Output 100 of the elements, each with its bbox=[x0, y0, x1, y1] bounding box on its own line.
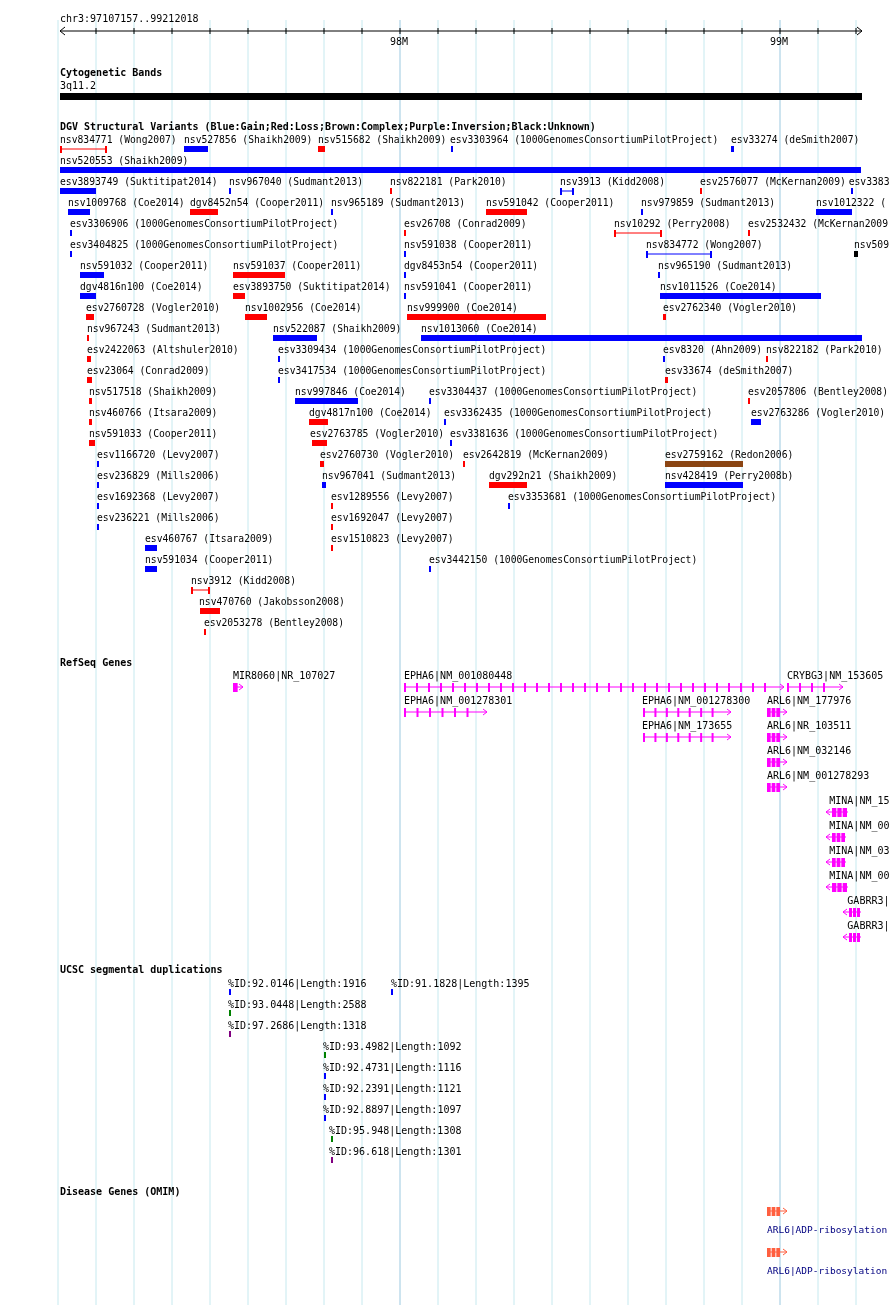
variant-label: esv3893749 (Suktitipat2014) bbox=[60, 176, 218, 187]
gene-label: EPHA6|NM_001080448 bbox=[404, 670, 513, 681]
variant-label: nsv591037 (Cooper2011) bbox=[233, 260, 362, 271]
variant-label: nsv591034 (Cooper2011) bbox=[145, 554, 274, 565]
variant-label: nsv428419 (Perry2008b) bbox=[665, 470, 794, 481]
duplication-label: %ID:96.618|Length:1301 bbox=[329, 1146, 462, 1157]
duplication-label: %ID:92.0146|Length:1916 bbox=[228, 978, 367, 989]
gene-label: CRYBG3|NM_153605 bbox=[787, 670, 884, 681]
variant-label: nsv997846 (Coe2014) bbox=[295, 386, 406, 397]
duplication-label: %ID:93.4982|Length:1092 bbox=[323, 1041, 462, 1052]
variant-label: nsv591033 (Cooper2011) bbox=[89, 428, 218, 439]
variant-label: esv2762340 (Vogler2010) bbox=[663, 302, 798, 313]
variant-label: nsv967041 (Sudmant2013) bbox=[322, 470, 457, 481]
gene-label: GABRR3| bbox=[847, 895, 890, 906]
variant-label: nsv1012322 ( bbox=[816, 197, 886, 208]
variant-label: esv2760728 (Vogler2010) bbox=[86, 302, 221, 313]
variant-label: dgv8453n54 (Cooper2011) bbox=[404, 260, 539, 271]
variant-label: esv1289556 (Levy2007) bbox=[331, 491, 454, 502]
duplication-label: %ID:95.948|Length:1308 bbox=[329, 1125, 462, 1136]
disease-gene-label: ARL6|ADP-ribosylation bbox=[767, 1265, 888, 1276]
gene-label: ARL6|NM_032146 bbox=[767, 745, 852, 756]
variant-label: nsv460766 (Itsara2009) bbox=[89, 407, 218, 418]
variant-label: esv1692047 (Levy2007) bbox=[331, 512, 454, 523]
duplication-label: %ID:91.1828|Length:1395 bbox=[391, 978, 530, 989]
variant-label: esv1510823 (Levy2007) bbox=[331, 533, 454, 544]
variant-label: esv3442150 (1000GenomesConsortiumPilotProject) bbox=[429, 554, 698, 565]
variant-label: nsv965190 (Sudmant2013) bbox=[658, 260, 793, 271]
variant-label: esv460767 (Itsara2009) bbox=[145, 533, 274, 544]
variant-label: esv3893750 (Suktitipat2014) bbox=[233, 281, 391, 292]
duplication-label: %ID:92.4731|Length:1116 bbox=[323, 1062, 462, 1073]
variant-label: nsv591042 (Cooper2011) bbox=[486, 197, 615, 208]
variant-label: esv2759162 (Redon2006) bbox=[665, 449, 794, 460]
variant-label: nsv517518 (Shaikh2009) bbox=[89, 386, 218, 397]
variant-label: esv1692368 (Levy2007) bbox=[97, 491, 220, 502]
variant-label: nsv591041 (Cooper2011) bbox=[404, 281, 533, 292]
gene-label: MINA|NM_15 bbox=[829, 795, 890, 806]
gene-label: MIR8060|NR_107027 bbox=[233, 670, 336, 681]
gene-label: EPHA6|NM_173655 bbox=[642, 720, 733, 731]
duplication-label: %ID:92.2391|Length:1121 bbox=[323, 1083, 462, 1094]
variant-label: nsv834771 (Wong2007) bbox=[60, 134, 177, 145]
variant-label: nsv1011526 (Coe2014) bbox=[660, 281, 777, 292]
variant-label: nsv834772 (Wong2007) bbox=[646, 239, 763, 250]
variant-label: esv8320 (Ahn2009) bbox=[663, 344, 763, 355]
gene-label: MINA|NM_03 bbox=[829, 845, 890, 856]
band-label: 3q11.2 bbox=[60, 80, 97, 91]
variant-label: esv2763286 (Vogler2010) bbox=[751, 407, 886, 418]
duplication-label: %ID:97.2686|Length:1318 bbox=[228, 1020, 367, 1031]
variant-label: esv26708 (Conrad2009) bbox=[404, 218, 527, 229]
gene-label: ARL6|NM_177976 bbox=[767, 695, 852, 706]
gene-label: ARL6|NM_001278293 bbox=[767, 770, 870, 781]
gene-label: MINA|NM_00 bbox=[829, 870, 890, 881]
variant-label: nsv520553 (Shaikh2009) bbox=[60, 155, 189, 166]
scale-label: 98M bbox=[390, 36, 409, 47]
scale-label: 99M bbox=[770, 36, 789, 47]
variant-label: nsv822181 (Park2010) bbox=[390, 176, 507, 187]
coordinate-label: chr3:97107157..99212018 bbox=[60, 13, 199, 24]
variant-label: nsv967040 (Sudmant2013) bbox=[229, 176, 364, 187]
variant-label: esv23064 (Conrad2009) bbox=[87, 365, 210, 376]
variant-label: nsv470760 (Jakobsson2008) bbox=[199, 596, 345, 607]
gene-label: EPHA6|NM_001278301 bbox=[404, 695, 513, 706]
variant-label: nsv10292 (Perry2008) bbox=[614, 218, 731, 229]
variant-label: nsv3912 (Kidd2008) bbox=[191, 575, 296, 586]
variant-label: nsv967243 (Sudmant2013) bbox=[87, 323, 222, 334]
variant-label: esv2576077 (McKernan2009) bbox=[700, 176, 846, 187]
track-title: DGV Structural Variants (Blue:Gain;Red:Loss;Brown:Complex;Purple:Inversion;Black:Unknown) bbox=[60, 121, 596, 132]
variant-label: esv3303964 (1000GenomesConsortiumPilotProject) bbox=[450, 134, 719, 145]
variant-label: dgv4817n100 (Coe2014) bbox=[309, 407, 432, 418]
variant-label: esv236829 (Mills2006) bbox=[97, 470, 220, 481]
variant-label: esv3362435 (1000GenomesConsortiumPilotProject) bbox=[444, 407, 713, 418]
variant-label: esv1166720 (Levy2007) bbox=[97, 449, 220, 460]
variant-label: nsv515682 (Shaikh2009) bbox=[318, 134, 447, 145]
variant-label: esv3304437 (1000GenomesConsortiumPilotProject) bbox=[429, 386, 698, 397]
gene-label: MINA|NM_00 bbox=[829, 820, 890, 831]
variant-label: esv33674 (deSmith2007) bbox=[665, 365, 794, 376]
variant-label: esv2760730 (Vogler2010) bbox=[320, 449, 455, 460]
variant-label: esv2057806 (Bentley2008) bbox=[748, 386, 888, 397]
gene-label: ARL6|NR_103511 bbox=[767, 720, 852, 731]
variant-label: esv3353681 (1000GenomesConsortiumPilotProject) bbox=[508, 491, 777, 502]
variant-label: nsv822182 (Park2010) bbox=[766, 344, 883, 355]
variant-label: esv33274 (deSmith2007) bbox=[731, 134, 860, 145]
variant-label: esv2422063 (Altshuler2010) bbox=[87, 344, 239, 355]
duplication-label: %ID:93.0448|Length:2588 bbox=[228, 999, 367, 1010]
variant-label: esv2642819 (McKernan2009) bbox=[463, 449, 609, 460]
variant-label: nsv591038 (Cooper2011) bbox=[404, 239, 533, 250]
variant-label: esv236221 (Mills2006) bbox=[97, 512, 220, 523]
gene-label: EPHA6|NM_001278300 bbox=[642, 695, 751, 706]
variant-label: dgv292n21 (Shaikh2009) bbox=[489, 470, 618, 481]
variant-label: nsv522087 (Shaikh2009) bbox=[273, 323, 402, 334]
variant-label: esv3306906 (1000GenomesConsortiumPilotProject) bbox=[70, 218, 339, 229]
variant-label: nsv527856 (Shaikh2009) bbox=[184, 134, 313, 145]
variant-label: esv2053278 (Bentley2008) bbox=[204, 617, 344, 628]
variant-label: nsv1009768 (Coe2014) bbox=[68, 197, 185, 208]
variant-label: esv3381636 (1000GenomesConsortiumPilotProject) bbox=[450, 428, 719, 439]
track-title: RefSeq Genes bbox=[60, 657, 133, 668]
track-title: Cytogenetic Bands bbox=[60, 67, 163, 78]
variant-label: nsv591032 (Cooper2011) bbox=[80, 260, 209, 271]
track-title: Disease Genes (OMIM) bbox=[60, 1186, 181, 1197]
variant-label: esv3309434 (1000GenomesConsortiumPilotProject) bbox=[278, 344, 547, 355]
variant-label: esv3404825 (1000GenomesConsortiumPilotProject) bbox=[70, 239, 339, 250]
variant-label: nsv1002956 (Coe2014) bbox=[245, 302, 362, 313]
